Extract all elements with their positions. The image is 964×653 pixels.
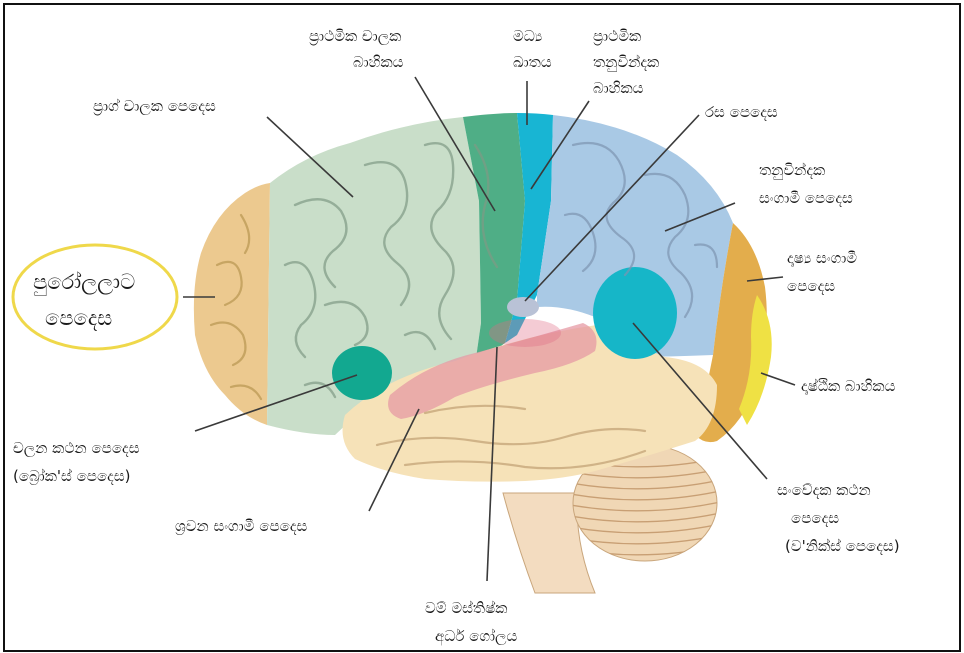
region-prefrontal — [194, 183, 270, 425]
label-visual-cortex: දෘෂ්ඨික බාහිකය — [801, 377, 896, 395]
label-taste: රස පෙදෙස — [705, 103, 778, 121]
label-broca-line1: චලන කථන පෙදෙස — [13, 439, 140, 457]
label-premotor: ප්‍රාග් චාලක පෙදෙස — [93, 97, 216, 116]
region-auditory-core — [489, 319, 561, 347]
label-auditory: ශ්‍රවන සංගාමී පෙදෙස — [175, 517, 308, 536]
label-primary-motor-line1: ප්‍රාථමික චාලක — [309, 27, 401, 46]
region-wernicke — [593, 267, 677, 359]
label-sensory-association-line2: සංගාමී පෙදෙස — [759, 189, 853, 207]
label-primary-sensory-line1: ප්‍රාථමික — [593, 27, 641, 46]
label-primary-sensory-line2: තනුවින්දක — [593, 53, 659, 72]
label-primary-sensory-line3: බාහිකය — [593, 79, 644, 97]
diagram-frame: ප්‍රාග් චාලක පෙදෙස ප්‍රාථමික චාලක බාහිකය… — [3, 3, 961, 652]
cerebrum — [194, 113, 772, 482]
label-hemisphere-line2: අර්ධ ගෝලය — [435, 627, 518, 646]
label-sensory-association-line1: තනුවින්දක — [759, 161, 825, 180]
highlight-ring — [13, 245, 177, 349]
label-wernicke-line2: පෙදෙස — [791, 509, 839, 527]
label-hemisphere-line1: වම් මස්තිෂ්ක — [425, 599, 507, 617]
label-central-sulcus-line1: මධ්‍ය — [513, 27, 542, 45]
label-central-sulcus-line2: ඛාතය — [513, 53, 552, 71]
label-visual-association-line1: දෘෂ්‍ය සංගාමී — [787, 249, 857, 267]
label-wernicke-line1: සංවේදක කථන — [777, 481, 871, 499]
brain-diagram: ප්‍රාග් චාලක පෙදෙස ප්‍රාථමික චාලක බාහිකය… — [5, 5, 961, 652]
label-wernicke-line3: (ව'නික්ස් පෙදෙස) — [785, 537, 900, 555]
label-visual-association-line2: පෙදෙස — [787, 277, 835, 295]
label-prefrontal-line2: පෙදෙස — [45, 306, 112, 331]
region-broca — [332, 346, 392, 400]
label-prefrontal-line1: පුරෝලලාට — [33, 270, 135, 296]
region-taste — [507, 297, 539, 317]
label-primary-motor-line2: බාහිකය — [353, 53, 404, 71]
label-broca-line2: (බ්‍රෝක'ස් පෙදෙස) — [13, 467, 130, 486]
